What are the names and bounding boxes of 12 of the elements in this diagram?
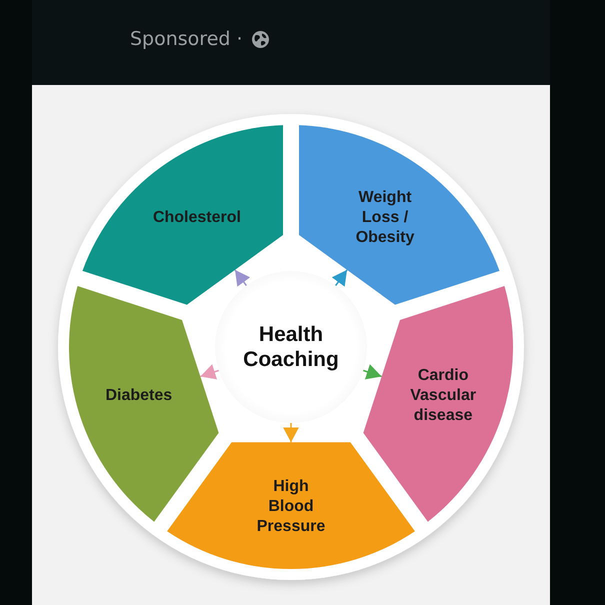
segment-label: High Blood Pressure bbox=[256, 477, 326, 537]
hub-label: Health Coaching bbox=[242, 322, 340, 372]
segment-label: Weight Loss / Obesity bbox=[354, 188, 416, 248]
arrow bbox=[200, 364, 219, 380]
sponsored-label: Sponsored · bbox=[130, 28, 243, 51]
arrow bbox=[363, 364, 382, 380]
segment-label: Cardio Vascular disease bbox=[409, 366, 478, 426]
arrow bbox=[234, 269, 250, 287]
segment-label: Diabetes bbox=[105, 386, 172, 406]
arrow bbox=[283, 423, 299, 442]
arrow bbox=[332, 269, 348, 287]
segment-label: Cholesterol bbox=[152, 208, 241, 228]
